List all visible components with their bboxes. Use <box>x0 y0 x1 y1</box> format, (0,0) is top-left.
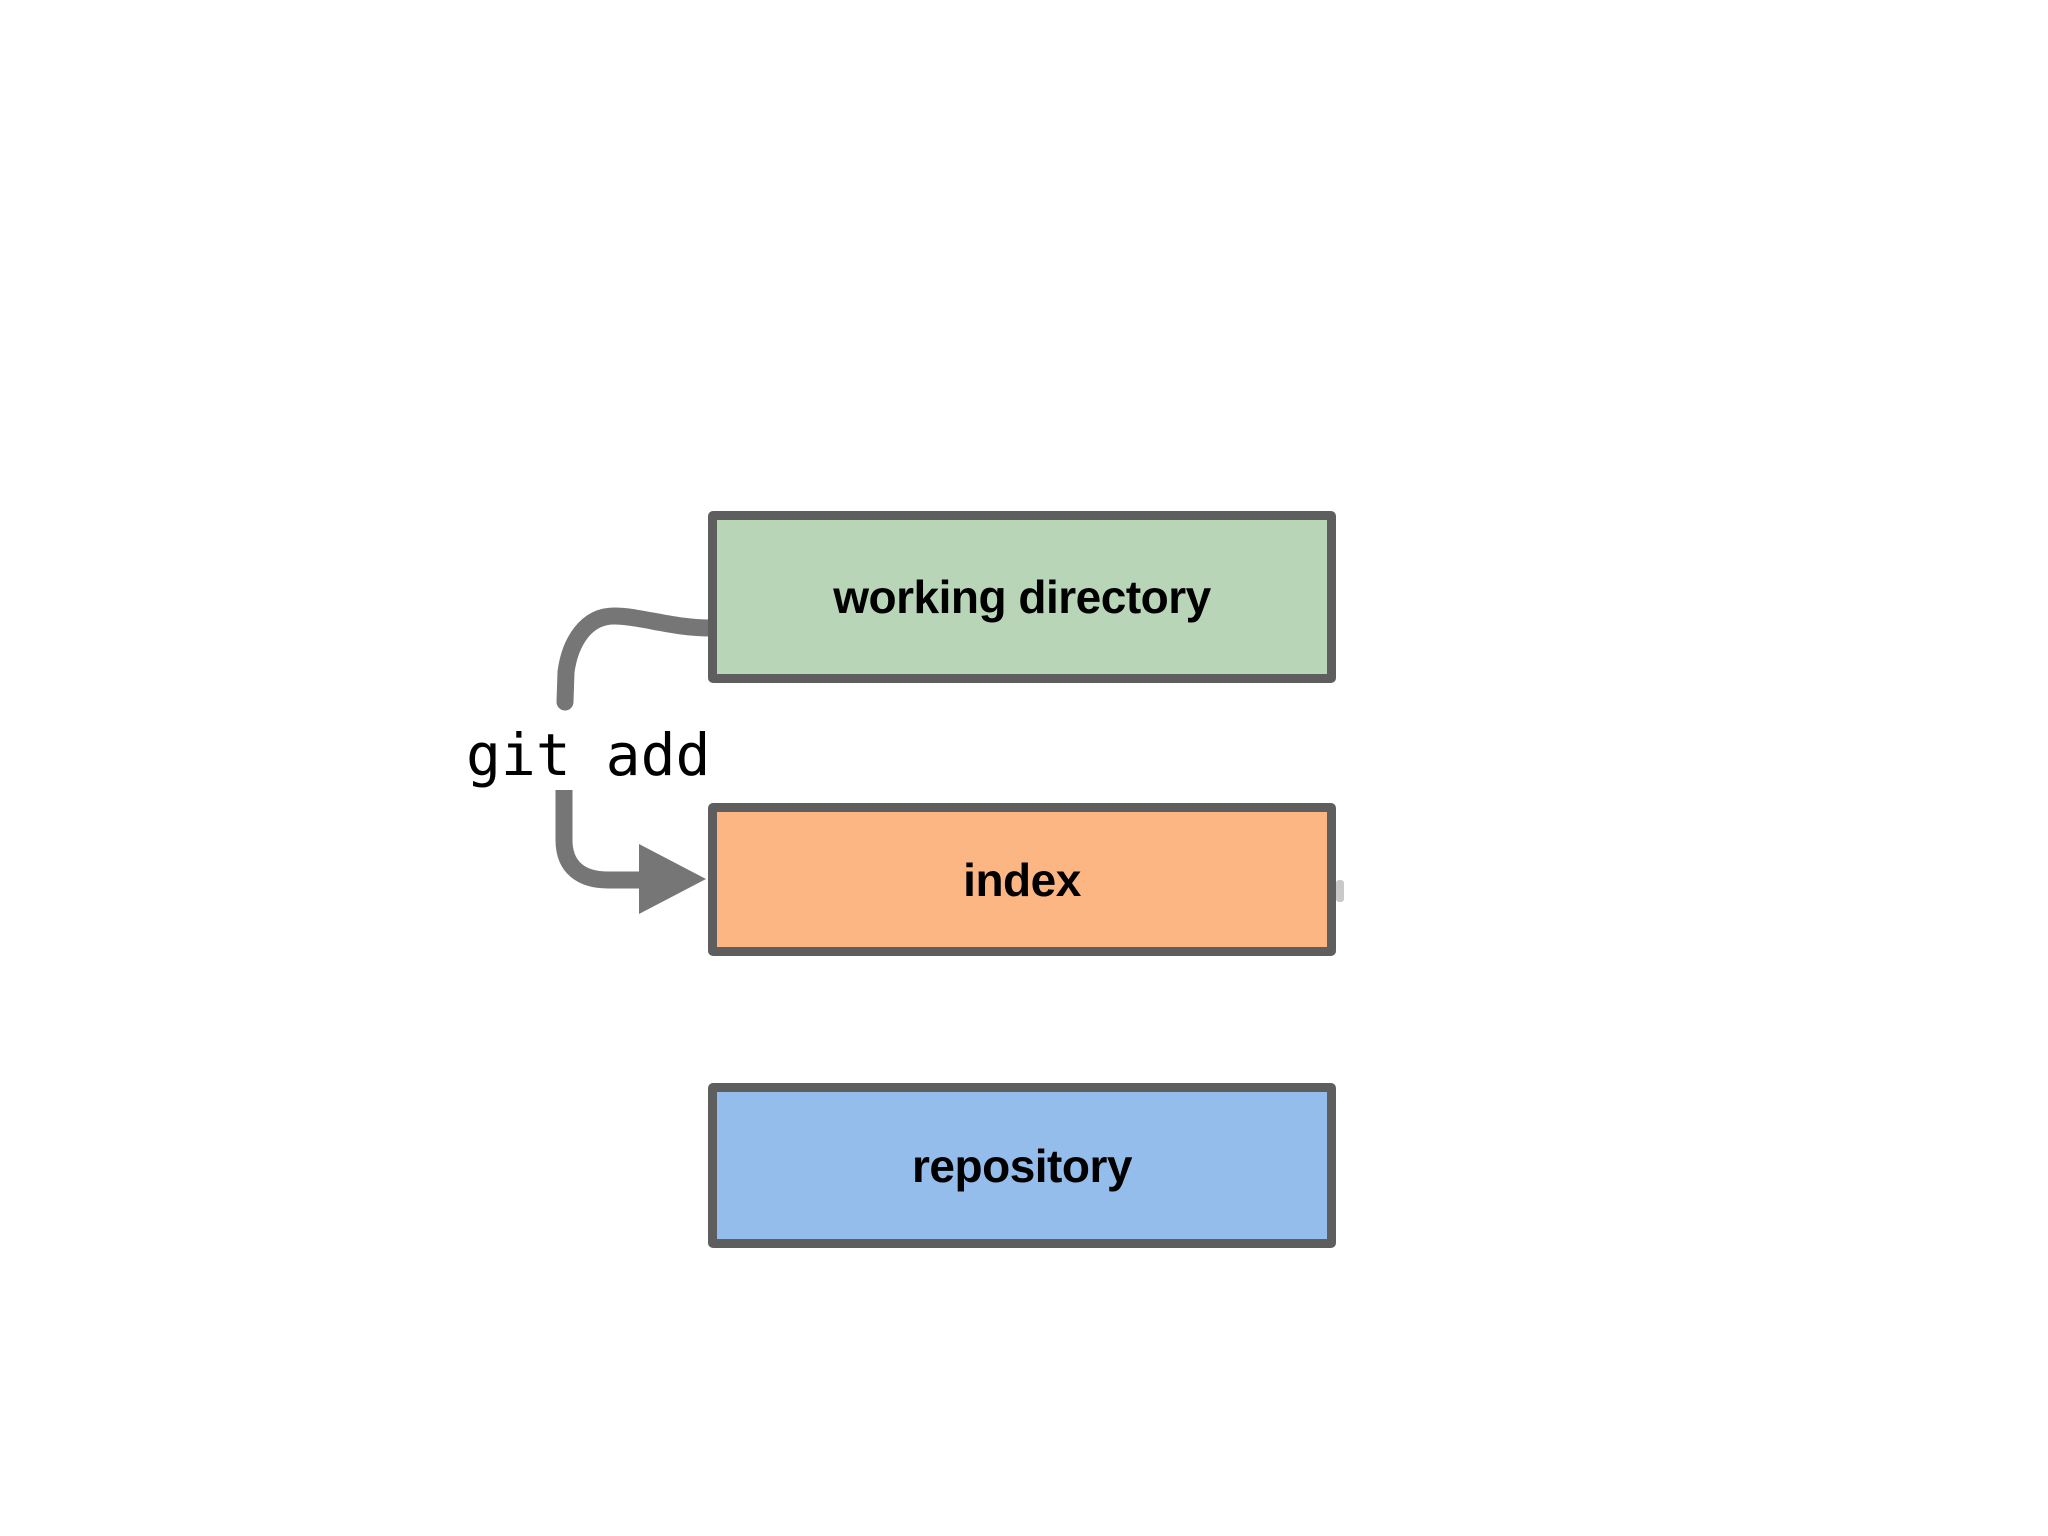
node-repository[interactable]: repository <box>708 1083 1336 1248</box>
arrowhead-icon <box>639 844 706 914</box>
node-index-label: index <box>963 853 1081 906</box>
edge-git-add-upper-path <box>556 607 719 711</box>
node-working-directory[interactable]: working directory <box>708 511 1336 683</box>
edge-git-add-lower-path <box>555 790 648 889</box>
edge-label-git-add: git add <box>466 721 711 789</box>
node-index[interactable]: index <box>708 803 1336 956</box>
index-right-connector-stub <box>1336 880 1344 902</box>
node-working-directory-label: working directory <box>833 571 1211 623</box>
node-repository-label: repository <box>912 1139 1132 1192</box>
